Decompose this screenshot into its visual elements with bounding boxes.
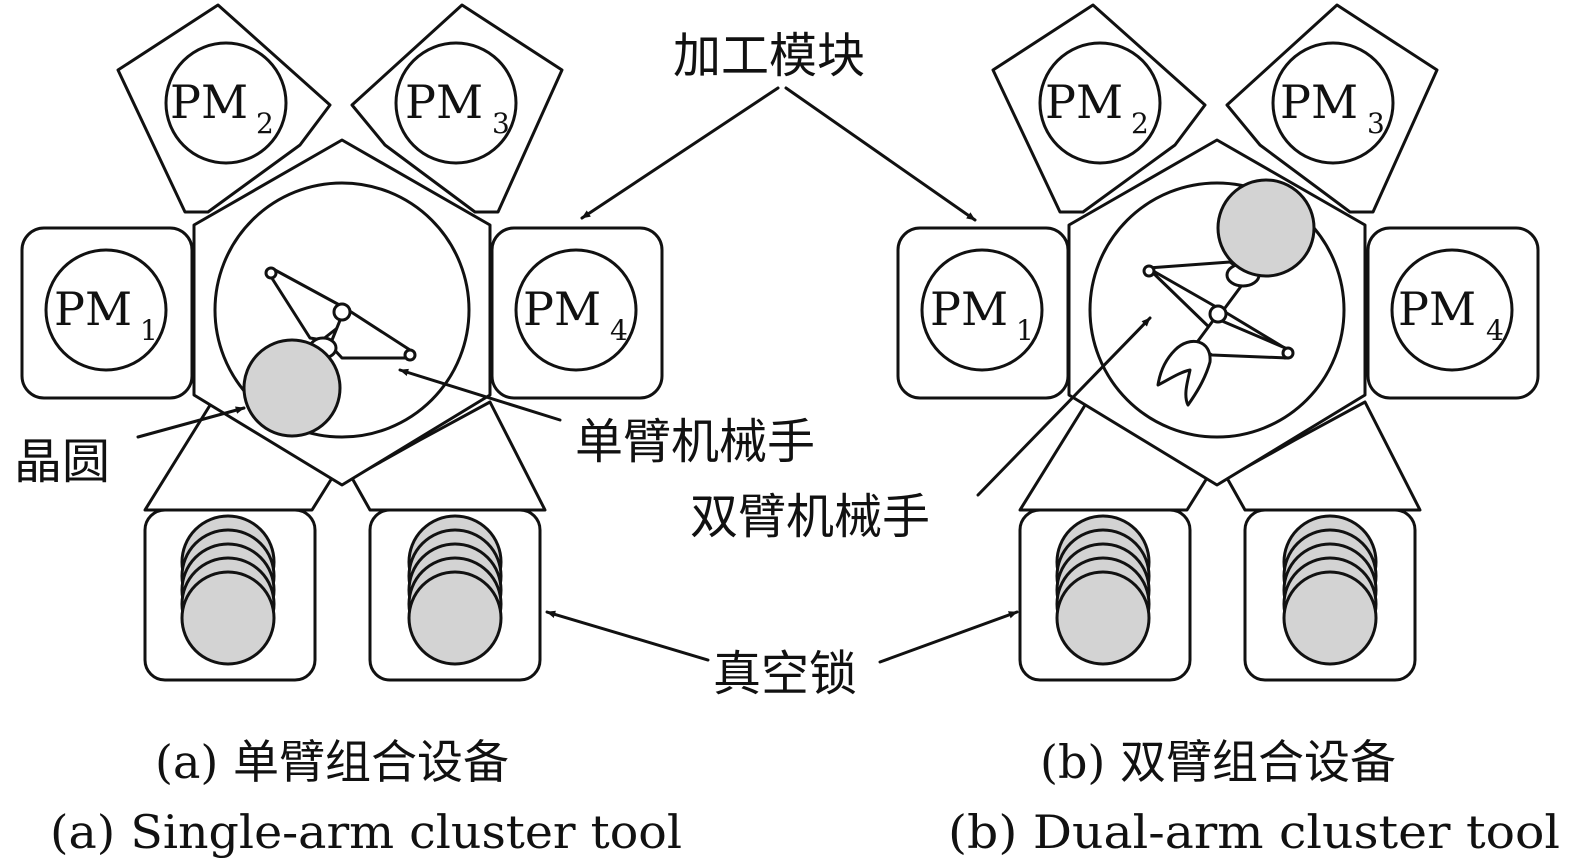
pm2-module-b: PM 2 bbox=[1038, 41, 1162, 165]
pm1-label: PM bbox=[54, 282, 132, 336]
pm2-label: PM bbox=[170, 75, 248, 129]
robot-workspace-circle bbox=[213, 181, 471, 439]
pm1-module: PM 1 bbox=[44, 248, 168, 372]
pm1-module-b: PM 1 bbox=[920, 248, 1044, 372]
pm4-label-b: PM bbox=[1398, 282, 1476, 336]
loadlock-b1 bbox=[1018, 508, 1192, 682]
pm2-frame-b bbox=[991, 3, 1207, 214]
pm4-subscript: 4 bbox=[610, 314, 628, 347]
wafer-on-arm-b bbox=[1216, 178, 1316, 278]
label-single-arm-robot: 单臂机械手 bbox=[575, 414, 815, 470]
pm2-subscript-b: 2 bbox=[1131, 107, 1149, 140]
loadlock-connector-right-b bbox=[1225, 400, 1422, 512]
pm1-subscript: 1 bbox=[140, 314, 158, 347]
loadlock-b2 bbox=[1243, 508, 1417, 682]
pm3-subscript-b: 3 bbox=[1367, 107, 1385, 140]
pm3-label-b: PM bbox=[1280, 75, 1358, 129]
wafer-stack-top bbox=[1282, 570, 1378, 666]
wafer-stack-top bbox=[180, 570, 276, 666]
arrow-process-module-left bbox=[580, 86, 780, 220]
pm3-frame-b bbox=[1225, 3, 1439, 214]
wafer-stack-top bbox=[407, 570, 503, 666]
empty-end-effector bbox=[1156, 340, 1212, 407]
dual-arm-robot bbox=[1142, 178, 1316, 407]
arrow-loadlock-left bbox=[545, 610, 710, 662]
pm1-label-b: PM bbox=[930, 282, 1008, 336]
caption-a-english: (a) Single-arm cluster tool bbox=[50, 805, 682, 859]
caption-b-english: (b) Dual-arm cluster tool bbox=[948, 805, 1560, 859]
pm4-subscript-b: 4 bbox=[1486, 314, 1504, 347]
single-arm-robot bbox=[242, 266, 417, 438]
arrow-single-arm-robot bbox=[398, 368, 562, 422]
pm1-subscript-b: 1 bbox=[1016, 314, 1034, 347]
pm4-module: PM 4 bbox=[514, 248, 638, 372]
caption-a-chinese: (a) 单臂组合设备 bbox=[155, 735, 509, 789]
pm4-label: PM bbox=[523, 282, 601, 336]
pm2-label-b: PM bbox=[1045, 75, 1123, 129]
wafer-on-arm bbox=[242, 338, 342, 438]
label-loadlock: 真空锁 bbox=[713, 646, 857, 702]
single-arm-cluster-tool: PM 1 PM 2 PM 3 PM 4 bbox=[20, 3, 664, 682]
label-dual-arm-robot: 双臂机械手 bbox=[690, 489, 930, 545]
pm3-module: PM 3 bbox=[394, 41, 518, 165]
pm3-module-b: PM 3 bbox=[1271, 41, 1395, 165]
wafer-stack-top bbox=[1055, 570, 1151, 666]
arrow-dual-arm-robot bbox=[976, 316, 1152, 497]
arrow-process-module-right bbox=[784, 86, 977, 222]
loadlock-a2 bbox=[368, 508, 542, 682]
pm3-label: PM bbox=[405, 75, 483, 129]
annotation-arrows bbox=[136, 86, 1152, 664]
pm3-subscript: 3 bbox=[492, 107, 510, 140]
robot-workspace-circle-b bbox=[1088, 181, 1346, 439]
loadlock-a1 bbox=[143, 508, 317, 682]
pm3-frame bbox=[350, 3, 564, 214]
dual-arm-cluster-tool: PM 1 PM 2 PM 3 PM 4 bbox=[896, 3, 1540, 682]
pm2-subscript: 2 bbox=[256, 107, 274, 140]
label-process-module: 加工模块 bbox=[673, 28, 865, 84]
pm4-module-b: PM 4 bbox=[1390, 248, 1514, 372]
pm2-module: PM 2 bbox=[164, 41, 288, 165]
arrow-wafer bbox=[136, 406, 246, 439]
pm2-frame bbox=[116, 3, 332, 214]
arrow-loadlock-right bbox=[878, 610, 1019, 664]
caption-b-chinese: (b) 双臂组合设备 bbox=[1040, 735, 1396, 789]
loadlock-connector-right bbox=[350, 400, 547, 512]
label-wafer: 晶圆 bbox=[14, 434, 110, 490]
